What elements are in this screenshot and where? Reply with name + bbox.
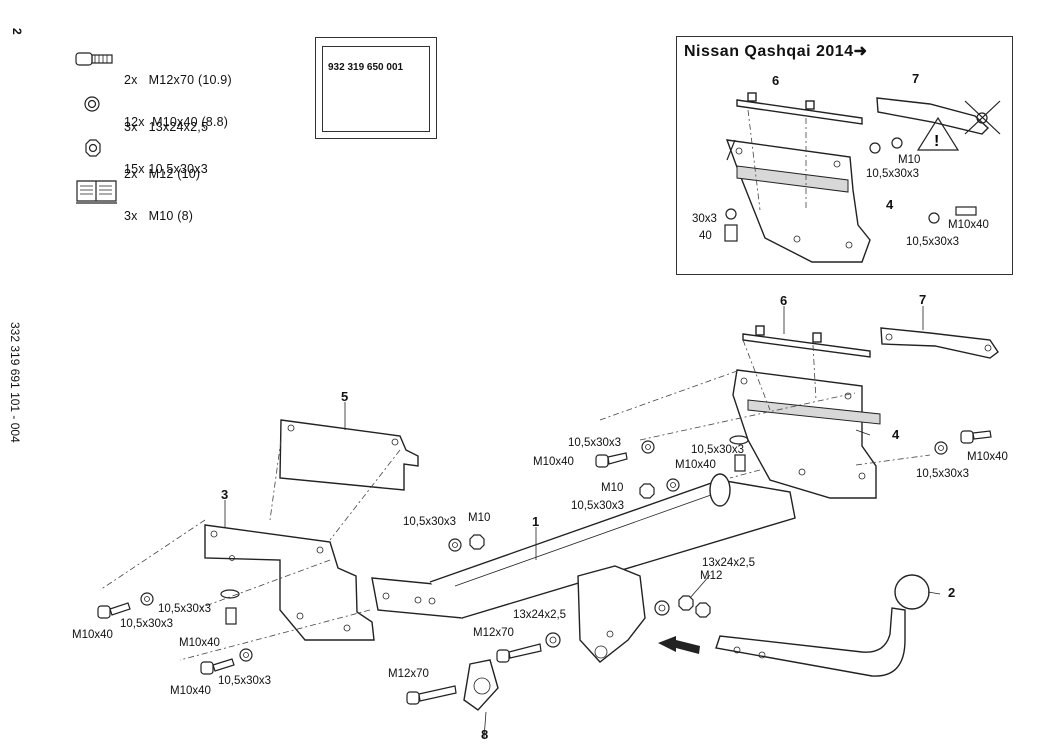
label-washer-l1b: 10,5x30x3 (120, 618, 174, 630)
inset-box (676, 36, 1013, 275)
label-washer-l1: 10,5x30x3 (158, 603, 212, 615)
label-nut-e: M10 (468, 512, 491, 524)
label-bolt-l3: M10x40 (170, 685, 211, 697)
inset-label-m10: M10 (898, 154, 921, 166)
inset-label-washer-1: 10,5x30x3 (866, 168, 920, 180)
part-label-2: 2 (948, 585, 956, 600)
kit-card-inner (322, 46, 430, 132)
svg-text:!: ! (934, 133, 939, 150)
inset-diagram: ! (724, 92, 1001, 263)
kit-card: 932 319 650 001 (315, 37, 437, 139)
label-bolt-a: M10x40 (533, 456, 574, 468)
legend-bolt-line-2: 12x M10x40 (8.8) (124, 115, 229, 129)
legend-bolt-line-1: 2x M12x70 (10.9) (124, 73, 232, 87)
label-washer-b: 10,5x30x3 (691, 444, 745, 456)
inset-label-40: 40 (699, 230, 712, 242)
inset-title: Nissan Qashqai 2014➜ (684, 43, 868, 60)
label-washer-e: 10,5x30x3 (403, 516, 457, 528)
label-washer-g: 13x24x2,5 (513, 609, 567, 621)
part-label-8: 8 (481, 727, 489, 742)
label-bolt-l1: M10x40 (72, 629, 113, 641)
legend-nut-line-1: 2x M12 (10) (124, 167, 201, 181)
label-washer-d: 10,5x30x3 (916, 468, 970, 480)
part-label-4: 4 (892, 427, 900, 442)
nut-icon (85, 139, 101, 157)
legend-washer-line-1: 3x 13x24x2,5 (124, 120, 209, 134)
label-bolt-l2: M10x40 (179, 637, 220, 649)
inset-label-7: 7 (912, 71, 920, 86)
part-label-1: 1 (532, 514, 540, 529)
label-washer-l3: 10,5x30x3 (218, 675, 272, 687)
part-label-5: 5 (341, 389, 349, 404)
label-nut-f: M12 (700, 570, 723, 582)
part-label-3: 3 (221, 487, 229, 502)
inset-label-m10x40: M10x40 (948, 219, 989, 231)
label-nut-c: M10 (601, 482, 624, 494)
inset-label-washer-2: 10,5x30x3 (906, 236, 960, 248)
label-washer-c: 10,5x30x3 (571, 500, 625, 512)
inset-label-30x3: 30x3 (692, 213, 717, 225)
label-bolt-b: M10x40 (675, 459, 716, 471)
manual-book-icon (76, 180, 117, 204)
legend-washer-line-2: 15x 10,5x30x3 (124, 162, 208, 176)
warning-icon (916, 116, 960, 151)
label-washer-f: 13x24x2,5 (702, 557, 756, 569)
label-bolt-d: M10x40 (967, 451, 1008, 463)
label-bolt-h: M12x70 (388, 668, 429, 680)
part-label-6: 6 (780, 293, 788, 308)
kit-label: 932 319 650 001 (328, 62, 404, 73)
inset-label-6: 6 (772, 73, 780, 88)
label-bolt-g: M12x70 (473, 627, 514, 639)
bolt-icon (75, 52, 113, 66)
part-label-7: 7 (919, 292, 927, 307)
washer-icon (84, 96, 100, 112)
legend-nut-line-2: 3x M10 (8) (124, 209, 194, 223)
main-diagram (97, 306, 999, 739)
label-washer-a: 10,5x30x3 (568, 437, 622, 449)
inset-label-4: 4 (886, 197, 894, 212)
